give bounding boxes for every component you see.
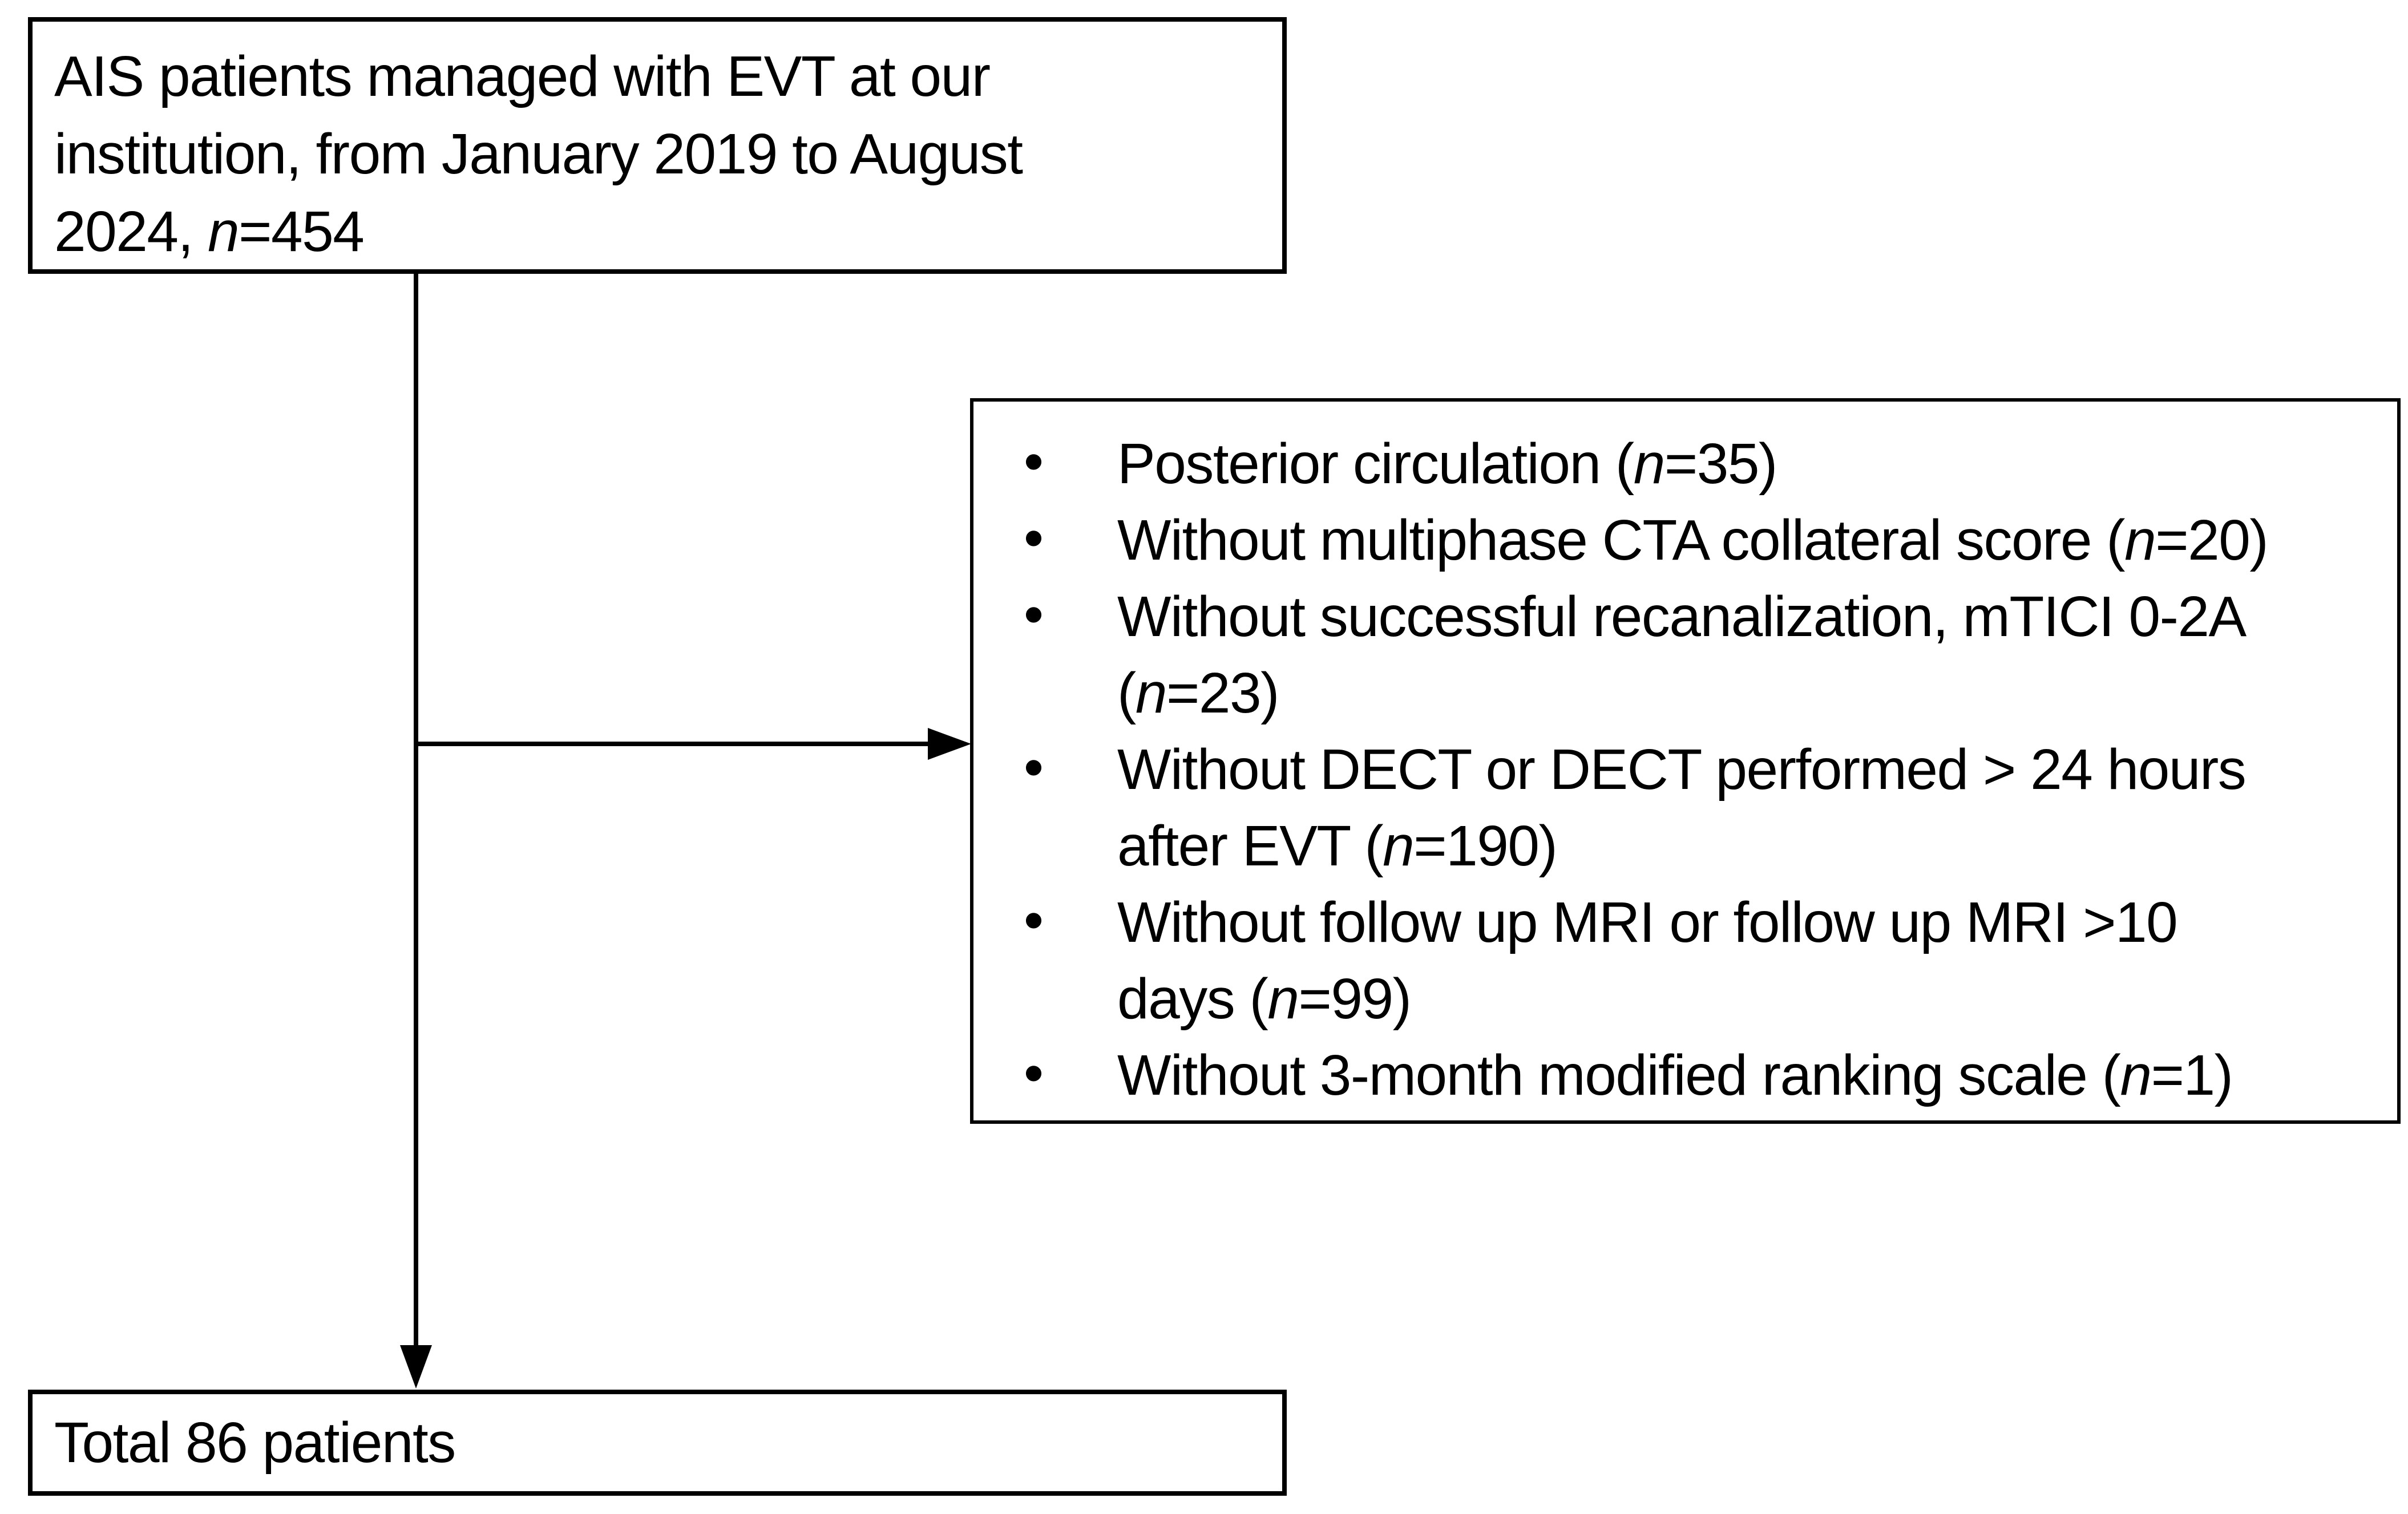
exclusion-item-line: (n=23) bbox=[1117, 661, 1279, 725]
population-box-line: AIS patients managed with EVT at our bbox=[54, 44, 991, 108]
arrow-right-icon bbox=[928, 728, 971, 760]
exclusion-item: • Posterior circulation (n=35) bbox=[973, 426, 2391, 502]
total-box-label: Total 86 patients bbox=[54, 1410, 456, 1475]
bullet-icon: • bbox=[1024, 888, 1044, 952]
exclusion-list: • Posterior circulation (n=35) • Without… bbox=[973, 426, 2391, 1114]
population-box: AIS patients managed with EVT at our ins… bbox=[28, 17, 1287, 274]
bullet-icon: • bbox=[1024, 582, 1044, 646]
bullet-icon: • bbox=[1024, 1041, 1044, 1105]
exclusion-item-line: Without DECT or DECT performed > 24 hour… bbox=[1117, 738, 2247, 801]
bullet-icon: • bbox=[1024, 430, 1044, 493]
total-box: Total 86 patients bbox=[28, 1390, 1287, 1496]
bullet-icon: • bbox=[1024, 735, 1044, 799]
exclusion-item: • Without multiphase CTA collateral scor… bbox=[973, 502, 2391, 578]
exclusions-box: • Posterior circulation (n=35) • Without… bbox=[970, 398, 2401, 1124]
exclusion-item: • Without successful recanalization, mTI… bbox=[973, 578, 2391, 731]
population-box-line: institution, from January 2019 to August bbox=[54, 122, 1023, 186]
exclusion-item: • Without DECT or DECT performed > 24 ho… bbox=[973, 731, 2391, 884]
exclusion-item: • Without 3-month modified ranking scale… bbox=[973, 1037, 2391, 1114]
exclusion-item-line: days (n=99) bbox=[1117, 967, 1412, 1031]
exclusion-item-line: Without 3-month modified ranking scale (… bbox=[1117, 1043, 2233, 1107]
connector-vertical-line bbox=[414, 273, 418, 1347]
exclusion-item-line: Posterior circulation (n=35) bbox=[1117, 432, 1777, 496]
connector-horizontal-line bbox=[414, 742, 930, 746]
exclusion-item-line: Without successful recanalization, mTICI… bbox=[1117, 585, 2247, 649]
population-box-line: 2024, n=454 bbox=[54, 200, 365, 264]
exclusion-item-line: after EVT (n=190) bbox=[1117, 814, 1558, 878]
arrow-down-icon bbox=[400, 1345, 432, 1388]
bullet-icon: • bbox=[1024, 506, 1044, 570]
exclusion-item-line: Without multiphase CTA collateral score … bbox=[1117, 508, 2269, 572]
exclusion-item: • Without follow up MRI or follow up MRI… bbox=[973, 884, 2391, 1037]
exclusion-item-line: Without follow up MRI or follow up MRI >… bbox=[1117, 890, 2178, 954]
